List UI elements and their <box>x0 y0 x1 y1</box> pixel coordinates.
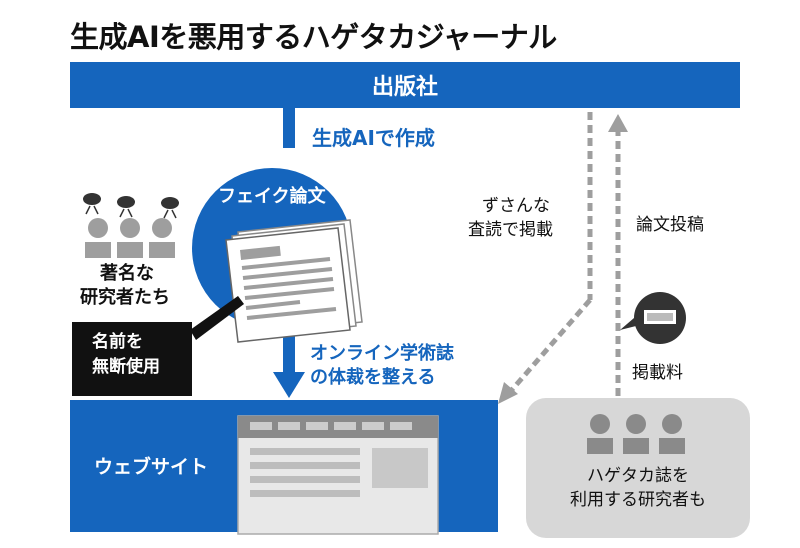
unauthorized-name-label: 名前を 無断使用 <box>72 322 192 396</box>
publication-fee-label: 掲載料 <box>632 363 683 383</box>
sloppy-review-line-1: ずさんな <box>482 196 550 216</box>
submission-dashed-arrow <box>608 114 628 396</box>
diagram-title: 生成AIを悪用するハゲタカジャーナル <box>70 20 557 54</box>
online-journal-line-2: の体裁を整える <box>310 367 436 388</box>
using-researchers-icon <box>587 414 685 454</box>
famous-researchers-line-1: 著名な <box>100 263 154 284</box>
using-researchers-label: ハゲタカ誌を 利用する研究者も <box>538 464 738 512</box>
unauthorized-line-2: 無断使用 <box>92 357 160 377</box>
online-journal-label: オンライン学術誌 の体裁を整える <box>310 342 454 390</box>
online-journal-line-1: オンライン学術誌 <box>310 343 454 364</box>
paper-submission-label: 論文投稿 <box>636 215 704 235</box>
famous-researchers-label: 著名な 研究者たち <box>80 262 170 310</box>
website-label: ウェブサイト <box>94 456 209 478</box>
main-flow-arrow <box>273 108 305 398</box>
money-icon <box>620 292 686 344</box>
generated-by-ai-label: 生成AIで作成 <box>312 126 435 150</box>
using-researchers-line-1: ハゲタカ誌を <box>587 466 689 486</box>
website-mock-icon <box>237 415 439 535</box>
famous-researchers-icon <box>83 193 179 258</box>
publisher-bar: 出版社 <box>70 62 740 108</box>
paper-stack-icon <box>225 219 363 343</box>
sloppy-review-line-2: 査読で掲載 <box>468 220 553 240</box>
famous-researchers-line-2: 研究者たち <box>80 287 170 308</box>
unauthorized-line-1: 名前を <box>92 332 143 352</box>
using-researchers-line-2: 利用する研究者も <box>570 490 706 510</box>
frustration-cloud-icon <box>83 193 179 209</box>
fake-paper-label: フェイク論文 <box>218 186 326 207</box>
pointer-line <box>190 296 244 340</box>
sloppy-review-label: ずさんな 査読で掲載 <box>468 194 553 242</box>
publish-dashed-arrow <box>498 112 593 404</box>
publisher-label: 出版社 <box>371 75 438 100</box>
